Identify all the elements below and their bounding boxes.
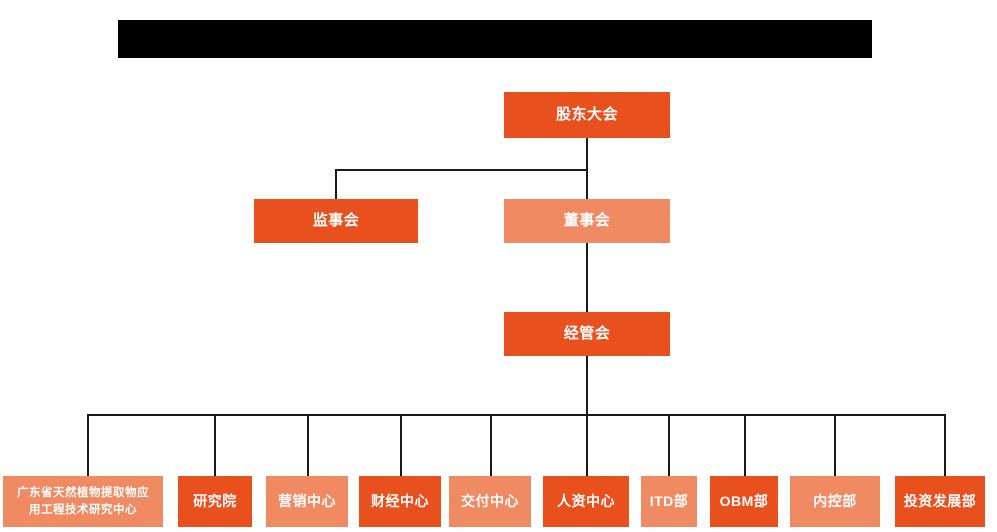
node-hr-center[interactable]: 人资中心 bbox=[543, 476, 629, 527]
node-research-institute-label: 研究院 bbox=[193, 492, 237, 509]
node-shareholders-meeting[interactable]: 股东大会 bbox=[504, 92, 670, 138]
connector-to-delivery-center bbox=[490, 414, 492, 476]
node-delivery-center-label: 交付中心 bbox=[461, 492, 519, 509]
node-rnd-engineering-center-label-line2: 用工程技术研究中心 bbox=[29, 503, 137, 516]
node-obm-dept[interactable]: OBM部 bbox=[710, 476, 778, 527]
connector-to-investment-development-dept bbox=[944, 414, 946, 476]
connector-level2-bus bbox=[335, 169, 588, 171]
node-board-of-supervisors[interactable]: 监事会 bbox=[254, 199, 418, 243]
connector-to-marketing-center bbox=[307, 414, 309, 476]
node-shareholders-meeting-label: 股东大会 bbox=[555, 105, 618, 123]
connector-management-down bbox=[586, 356, 588, 415]
connector-to-supervisors bbox=[335, 169, 337, 199]
connector-to-obm-dept bbox=[744, 414, 746, 476]
node-board-of-supervisors-label: 监事会 bbox=[312, 211, 360, 229]
node-finance-center-label: 财经中心 bbox=[371, 492, 429, 509]
connector-to-itd-dept bbox=[668, 414, 670, 476]
node-management-committee[interactable]: 经管会 bbox=[504, 312, 670, 356]
connector-directors-to-management bbox=[586, 243, 588, 312]
node-internal-control-dept-label: 内控部 bbox=[813, 492, 857, 509]
connector-to-research-institute bbox=[214, 414, 216, 476]
node-board-of-directors[interactable]: 董事会 bbox=[504, 199, 670, 243]
node-finance-center[interactable]: 财经中心 bbox=[359, 476, 441, 527]
node-internal-control-dept[interactable]: 内控部 bbox=[790, 476, 880, 527]
connector-to-directors bbox=[586, 169, 588, 199]
node-rnd-engineering-center-label-line1: 广东省天然植物提取物应 bbox=[17, 486, 149, 499]
node-rnd-engineering-center[interactable]: 广东省天然植物提取物应 用工程技术研究中心 bbox=[3, 476, 163, 527]
redacted-title-bar bbox=[118, 20, 872, 58]
node-investment-development-dept-label: 投资发展部 bbox=[903, 492, 977, 509]
node-research-institute[interactable]: 研究院 bbox=[178, 476, 252, 527]
node-management-committee-label: 经管会 bbox=[563, 324, 611, 342]
node-delivery-center[interactable]: 交付中心 bbox=[449, 476, 531, 527]
node-hr-center-label: 人资中心 bbox=[557, 492, 615, 509]
node-marketing-center-label: 营销中心 bbox=[278, 492, 336, 509]
node-investment-development-dept[interactable]: 投资发展部 bbox=[895, 476, 985, 527]
node-board-of-directors-label: 董事会 bbox=[563, 211, 611, 229]
connector-to-internal-control-dept bbox=[834, 414, 836, 476]
node-marketing-center[interactable]: 营销中心 bbox=[266, 476, 348, 527]
connector-shareholders-down bbox=[586, 138, 588, 170]
node-itd-dept-label: ITD部 bbox=[649, 492, 689, 509]
connector-to-finance-center bbox=[400, 414, 402, 476]
connector-to-rnd-center bbox=[87, 414, 89, 476]
connector-to-hr-center bbox=[586, 414, 588, 476]
connector-departments-bus bbox=[87, 414, 945, 416]
node-obm-dept-label: OBM部 bbox=[719, 492, 769, 509]
node-itd-dept[interactable]: ITD部 bbox=[641, 476, 697, 527]
